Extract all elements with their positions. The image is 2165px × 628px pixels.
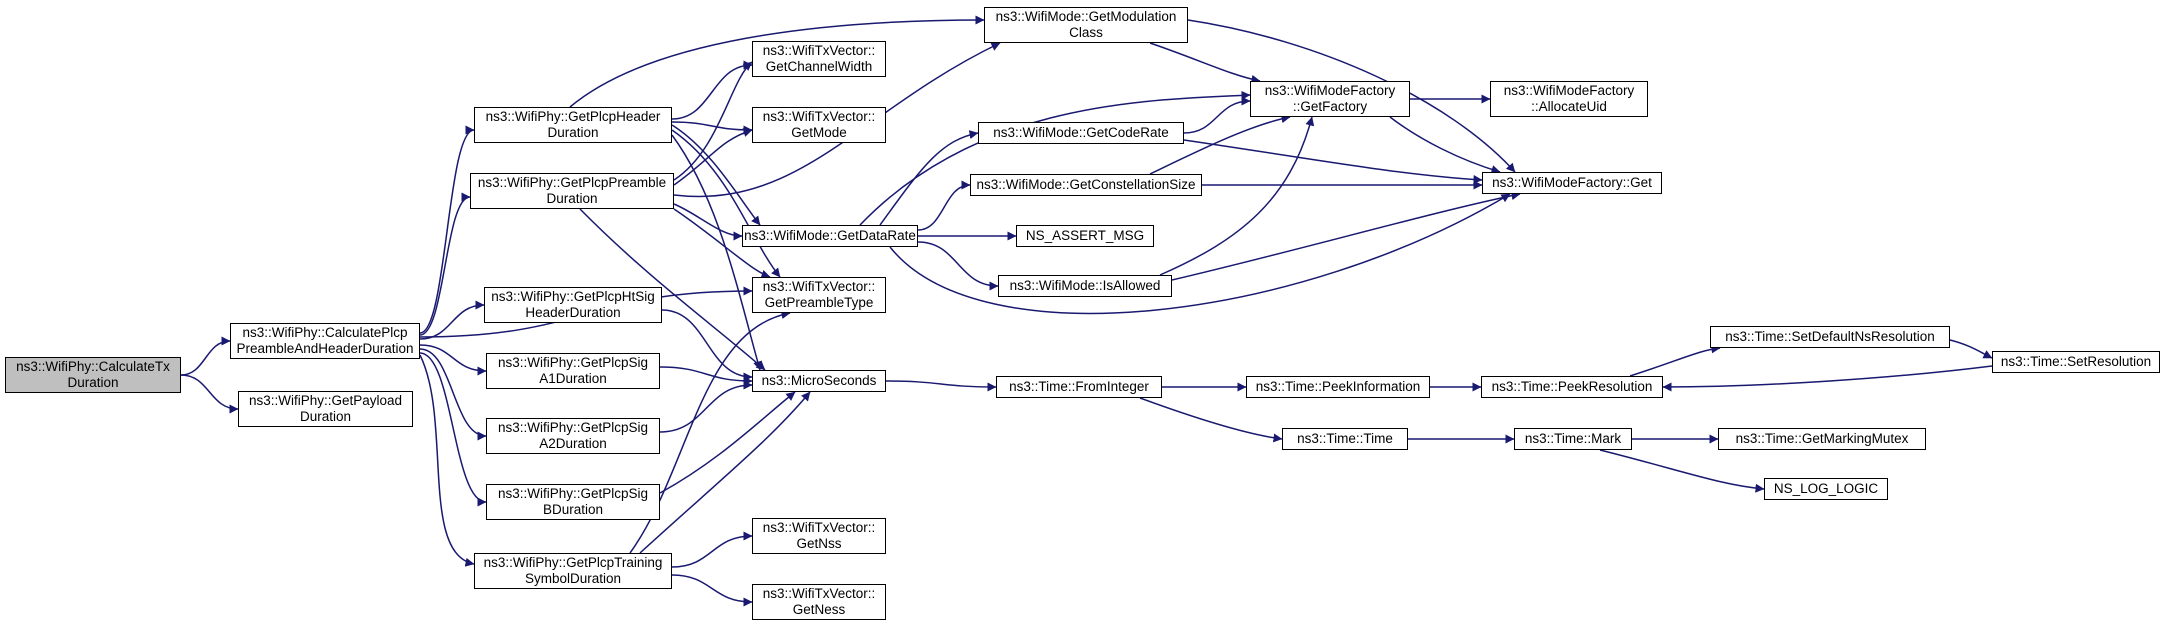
edge-micro-fromint [885,380,997,392]
edge-datarate-coderate [879,130,979,226]
node-time-time[interactable]: ns3::Time::Time [1282,428,1408,450]
edge-hdr-micro [671,134,762,371]
edge-modclass-factory [1149,42,1261,84]
edge-pre-getmode [673,128,753,186]
edge-calcplcp-sigb [419,352,487,507]
node-ns-log-logic[interactable]: NS_LOG_LOGIC [1764,478,1888,500]
node-time-get-marking-mutex[interactable]: ns3::Time::GetMarkingMutex [1718,428,1926,450]
node-time-peek-resolution[interactable]: ns3::Time::PeekResolution [1481,376,1663,398]
node-time-set-resolution[interactable]: ns3::Time::SetResolution [1992,351,2160,373]
edge-datarate-factory [859,90,1251,226]
node-get-preamble-type[interactable]: ns3::WifiTxVector::GetPreambleType [752,277,886,313]
node-get-constellation-size[interactable]: ns3::WifiMode::GetConstellationSize [970,174,1202,196]
edge-hdr-getmode [671,121,753,135]
edge-siga1-micro [659,366,753,386]
node-microseconds[interactable]: ns3::MicroSeconds [752,370,886,392]
edge-calcplcp-train [419,354,475,567]
edge-hdr-datarate [671,124,761,226]
edge-train-micro [639,391,811,554]
edge-coderate-get [1183,139,1483,184]
edge-calctx-calcplcp [180,336,231,376]
edge-factory-get [1389,116,1501,174]
edge-siga2-micro [659,380,753,433]
edge-modclass-get [1187,19,1516,173]
node-ns-assert-msg[interactable]: NS_ASSERT_MSG [1016,225,1154,247]
edge-mark-log [1599,449,1765,493]
edge-sigb-micro [659,391,796,494]
node-get-nss[interactable]: ns3::WifiTxVector::GetNss [752,518,886,554]
edge-datarate-get [889,193,1511,315]
edge-hdr-modclass [569,15,985,108]
node-wifi-mode-factory-get[interactable]: ns3::WifiModeFactory::Get [1482,172,1662,194]
edge-htsig-micro [661,309,753,382]
edge-setres-peekres [1662,365,1993,392]
edge-coderate-factory [1183,96,1251,134]
edge-constel-factory [1149,114,1291,175]
node-is-allowed[interactable]: ns3::WifiMode::IsAllowed [998,275,1172,297]
edge-calcplcp-siga1 [419,344,487,376]
edge-datarate-allowed [917,241,999,291]
edge-allowed-factory [1159,116,1315,276]
edge-calctx-payload [180,374,239,414]
edge-datarate-constel [917,180,971,231]
edge-pre-chw [673,61,753,181]
node-get-channel-width[interactable]: ns3::WifiTxVector::GetChannelWidth [752,41,886,77]
edge-calcplcp-siga2 [419,348,487,441]
node-get-data-rate[interactable]: ns3::WifiMode::GetDataRate [742,225,918,247]
node-time-from-integer[interactable]: ns3::Time::FromInteger [996,376,1162,398]
edge-setdef-setres [1949,339,1993,359]
edge-hdr-pretype [671,129,781,278]
node-wifi-mode-factory-get-factory[interactable]: ns3::WifiModeFactory::GetFactory [1250,81,1410,117]
node-get-ness[interactable]: ns3::WifiTxVector::GetNess [752,584,886,620]
edge-pre-micro [579,208,766,371]
node-get-code-rate[interactable]: ns3::WifiMode::GetCodeRate [978,122,1184,144]
edge-allowed-get [1171,191,1521,281]
node-time-peek-information[interactable]: ns3::Time::PeekInformation [1246,376,1430,398]
edge-train-nss [671,531,753,568]
edge-calcplcp-hdr [419,125,475,334]
node-wifi-mode-factory-allocate-uid[interactable]: ns3::WifiModeFactory::AllocateUid [1490,81,1648,117]
edge-train-ness [671,574,753,607]
edge-pre-datarate [673,203,743,241]
node-time-mark[interactable]: ns3::Time::Mark [1514,428,1632,450]
node-get-mode[interactable]: ns3::WifiTxVector::GetMode [752,107,886,143]
edge-peekres-setdef [1629,344,1721,377]
node-time-set-default-ns-resolution[interactable]: ns3::Time::SetDefaultNsResolution [1710,326,1950,348]
edge-pre-modclass [673,42,1001,198]
edge-calcplcp-pre [419,192,471,336]
edge-calcplcp-htsig [419,300,485,340]
edge-pre-pretype [673,208,771,279]
edge-hdr-chw [671,60,753,120]
edge-fromint-time [1139,397,1283,443]
